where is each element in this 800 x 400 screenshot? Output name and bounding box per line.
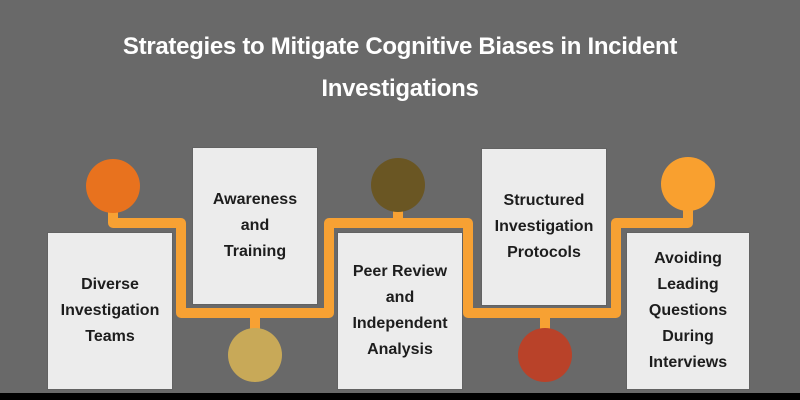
step-3-label: Peer Review and Independent Analysis — [352, 263, 448, 358]
step-5-box: Avoiding Leading Questions During Interv… — [627, 233, 749, 389]
step-4-circle — [518, 328, 572, 382]
step-3-box: Peer Review and Independent Analysis — [338, 233, 462, 389]
step-1-box: Diverse Investigation Teams — [48, 233, 172, 389]
step-2-box: Awareness and Training — [193, 148, 317, 304]
bottom-bar — [0, 393, 800, 400]
step-4-label: Structured Investigation Protocols — [494, 192, 594, 261]
step-2-circle — [228, 328, 282, 382]
step-1-label: Diverse Investigation Teams — [60, 276, 160, 345]
step-5-circle — [661, 157, 715, 211]
step-2-label: Awareness and Training — [212, 191, 298, 260]
step-4-box: Structured Investigation Protocols — [482, 149, 606, 305]
step-1-circle — [86, 159, 140, 213]
page-title: Strategies to Mitigate Cognitive Biases … — [122, 33, 678, 102]
step-5-label: Avoiding Leading Questions During Interv… — [648, 250, 728, 371]
step-3-circle — [371, 158, 425, 212]
